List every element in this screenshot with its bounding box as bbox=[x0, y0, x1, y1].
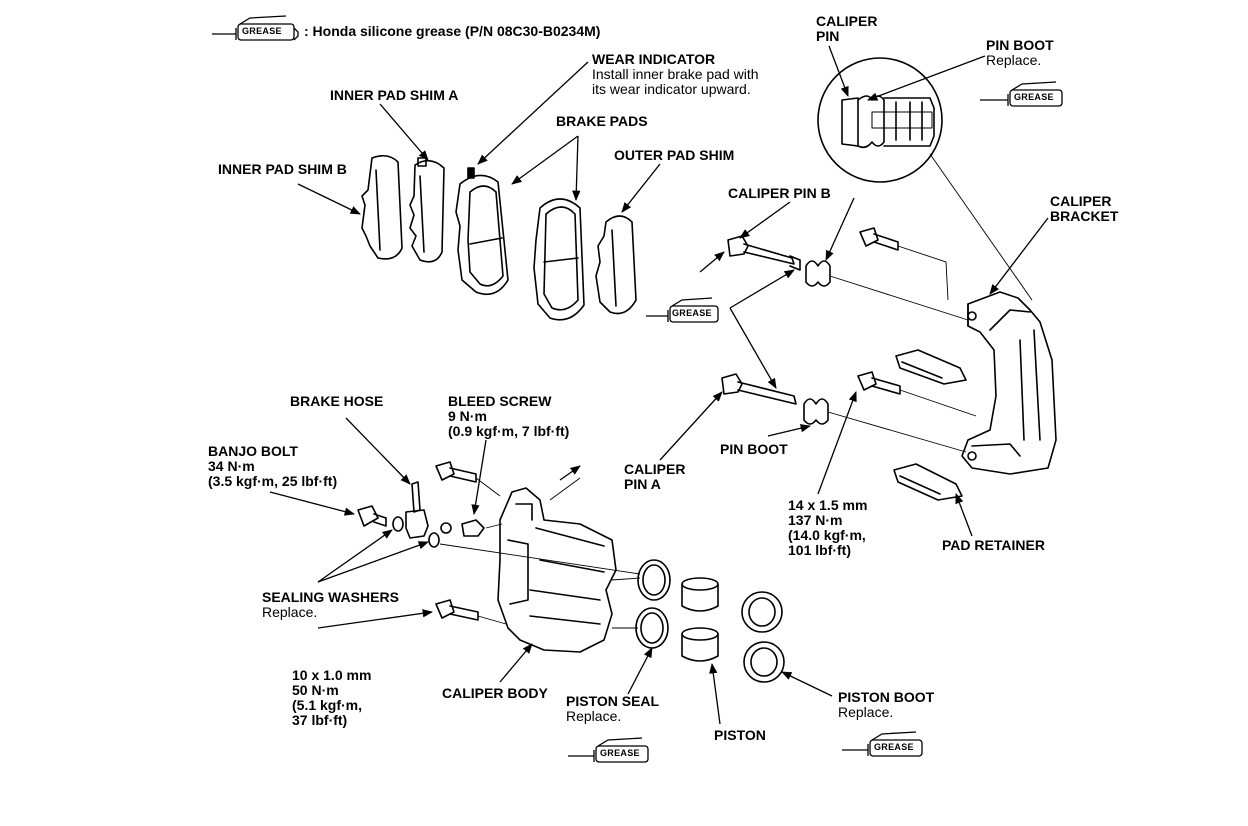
body-bolt-upper bbox=[435, 461, 477, 483]
label-caliper-body: CALIPER BODY bbox=[442, 685, 548, 701]
label-pin-boot-top: PIN BOOT Replace. bbox=[986, 37, 1054, 68]
label-brake-hose: BRAKE HOSE bbox=[290, 393, 384, 409]
piston-boot-lower bbox=[743, 641, 785, 683]
grease-tube-pin-boot bbox=[980, 81, 1063, 107]
piston-seal-lower bbox=[635, 607, 669, 649]
grease-tag-text: GREASE bbox=[874, 742, 914, 752]
outer-pad-shim bbox=[595, 215, 637, 315]
grease-tag-text: GREASE bbox=[600, 748, 640, 758]
label-inner-pad-shim-b: INNER PAD SHIM B bbox=[218, 161, 347, 177]
label-caliper-pin-b: CALIPER PIN B bbox=[728, 185, 831, 201]
grease-tag-text: GREASE bbox=[1014, 92, 1054, 102]
label-caliper-pin-a: CALIPER PIN A bbox=[624, 461, 686, 492]
sealing-washer-1 bbox=[392, 516, 404, 532]
grease-tag-text: GREASE bbox=[672, 308, 712, 318]
bracket-bolt-lower bbox=[857, 371, 901, 395]
pad-retainer-lower bbox=[893, 463, 963, 501]
label-piston-seal: PISTON SEAL Replace. bbox=[566, 693, 660, 724]
piston-lower bbox=[681, 627, 719, 662]
label-pad-retainer: PAD RETAINER bbox=[942, 537, 1045, 553]
label-piston-boot: PISTON BOOT Replace. bbox=[838, 689, 935, 720]
inner-pad-shim-a bbox=[409, 157, 445, 263]
label-body-bolt-spec: 10 x 1.0 mm 50 N·m (5.1 kgf·m, 37 lbf·ft… bbox=[292, 667, 372, 728]
label-outer-pad-shim: OUTER PAD SHIM bbox=[614, 147, 735, 163]
bleed-screw-part bbox=[440, 519, 485, 537]
label-bracket-bolt-spec: 14 x 1.5 mm 137 N·m (14.0 kgf·m, 101 lbf… bbox=[788, 497, 868, 558]
inner-pad-shim-b bbox=[361, 154, 403, 260]
caliper-pin-a-part bbox=[721, 373, 797, 405]
bracket-bolt-upper bbox=[859, 227, 899, 251]
grease-tube-piston-seal bbox=[568, 737, 649, 763]
label-wear-indicator: WEAR INDICATOR Install inner brake pad w… bbox=[592, 51, 759, 97]
pin-boot-lower bbox=[803, 398, 829, 425]
piston-seal-upper bbox=[637, 559, 671, 601]
pin-boot-upper bbox=[805, 260, 831, 287]
piston-boot-upper bbox=[741, 591, 783, 633]
outer-brake-pad bbox=[533, 198, 585, 321]
legend-grease-tag-text: GREASE bbox=[242, 26, 282, 36]
label-bleed-screw: BLEED SCREW 9 N·m (0.9 kgf·m, 7 lbf·ft) bbox=[448, 393, 570, 439]
label-banjo-bolt: BANJO BOLT 34 N·m (3.5 kgf·m, 25 lbf·ft) bbox=[208, 443, 338, 489]
piston-upper bbox=[681, 577, 719, 612]
pin-detail-circle bbox=[817, 57, 943, 183]
label-pin-boot-mid: PIN BOOT bbox=[720, 441, 788, 457]
label-caliper-bracket: CALIPER BRACKET bbox=[1050, 193, 1119, 224]
label-brake-pads: BRAKE PADS bbox=[556, 113, 648, 129]
grease-tube-pin bbox=[646, 297, 719, 323]
sealing-washer-2 bbox=[428, 532, 440, 548]
label-piston: PISTON bbox=[714, 727, 766, 743]
grease-tube-piston-boot bbox=[842, 731, 923, 757]
label-caliper-pin-top: CALIPER PIN bbox=[816, 13, 878, 44]
caliper-pin-b-part bbox=[727, 235, 801, 271]
banjo-bolt-part bbox=[357, 505, 387, 527]
body-bolt-lower bbox=[435, 599, 479, 621]
caliper-bracket-part bbox=[961, 291, 1057, 475]
label-sealing-washers: SEALING WASHERS Replace. bbox=[262, 589, 399, 620]
brake-hose-part bbox=[405, 481, 429, 539]
inner-brake-pad bbox=[455, 167, 509, 296]
grease-legend: : Honda silicone grease (P/N 08C30-B0234… bbox=[304, 24, 600, 39]
grease-tube-legend bbox=[212, 15, 299, 41]
caliper-body-part bbox=[497, 487, 617, 653]
label-inner-pad-shim-a: INNER PAD SHIM A bbox=[330, 87, 459, 103]
pad-retainer-upper bbox=[895, 349, 967, 385]
grease-legend-text: : Honda silicone grease (P/N 08C30-B0234… bbox=[304, 23, 601, 39]
